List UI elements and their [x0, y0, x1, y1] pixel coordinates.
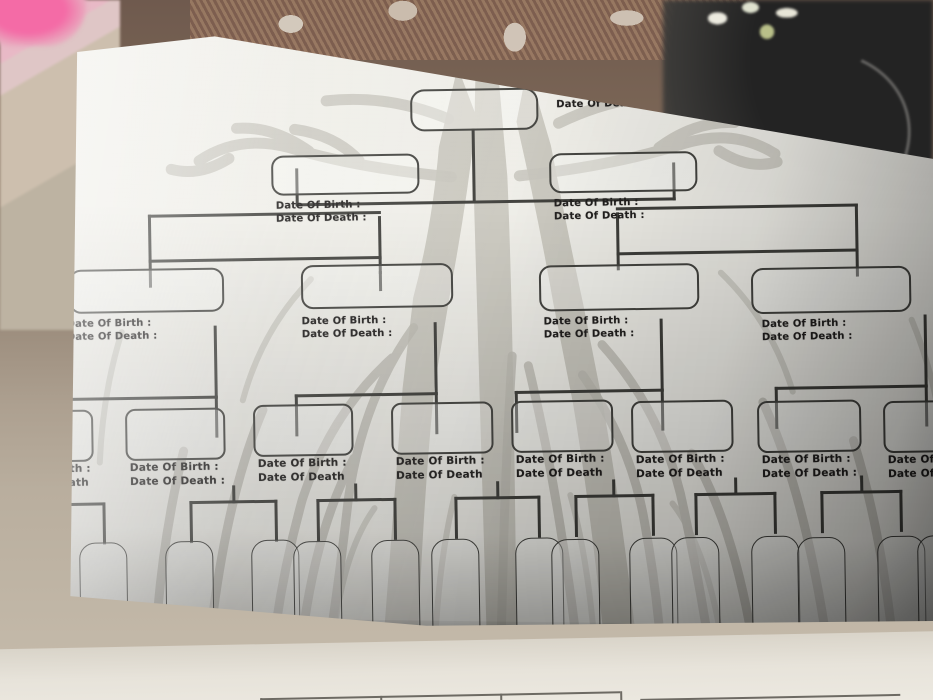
node-g5-13[interactable]: [797, 537, 847, 670]
connector-g2-2-bus2: [617, 249, 859, 256]
connector-g3-3-bus: [515, 389, 664, 394]
node-g4-3[interactable]: [253, 404, 354, 458]
connector-g3-4-drop: [924, 314, 928, 387]
node-g5-7[interactable]: [431, 539, 481, 672]
node-g3-2[interactable]: [301, 263, 454, 309]
label-g4-6: Date Of Birth : Date Of Death: [635, 452, 725, 480]
node-g2-1[interactable]: [271, 153, 420, 195]
label-g3-2: Date Of Birth : Date Of Death :: [301, 314, 393, 341]
label-g2-2: Date Of Birth : Date Of Death :: [553, 196, 645, 223]
node-g5-12[interactable]: [751, 536, 801, 669]
label-g4-2: Date Of Birth : Date Of Death :: [129, 460, 226, 488]
node-g4-4[interactable]: [391, 401, 494, 455]
node-g5-6[interactable]: [371, 539, 421, 672]
node-g5-11[interactable]: [671, 537, 721, 670]
worksheet-sheet: Date Of Birth : Date Of Death : Date Of …: [57, 19, 933, 673]
connector-g3-1-drop: [214, 326, 218, 399]
connector-g3-2-drop: [434, 322, 438, 395]
label-g1-1: Date Of Birth : Date Of Death :: [555, 84, 647, 111]
node-g4-5[interactable]: [511, 399, 614, 453]
label-g3-1: Date Of Birth : Date Of Death :: [66, 317, 158, 344]
node-g5-15[interactable]: [917, 535, 933, 668]
label-g4-3: Date Of Birth : Date Of Death: [257, 456, 347, 484]
family-tree-chart: Date Of Birth : Date Of Death : Date Of …: [57, 19, 933, 673]
node-g5-2[interactable]: [79, 542, 129, 673]
label-g2-1: Date Of Birth : Date Of Death :: [275, 199, 367, 225]
connector-g2-1-bus2: [149, 256, 382, 263]
node-g5-9[interactable]: [551, 539, 601, 672]
node-g3-1[interactable]: [69, 268, 225, 314]
connector-g3-4-bus: [775, 384, 928, 389]
label-g4-8: Date Of Bir Date Of De: [887, 453, 933, 480]
connector-g3-1-bus: [57, 396, 218, 402]
label-g4-4: Date Of Birth : Date Of Death: [395, 454, 485, 482]
node-g3-3[interactable]: [539, 263, 700, 312]
label-g3-4: Date Of Birth : Date Of Death :: [761, 317, 853, 344]
label-g4-5: Date Of Birth : Date Of Death: [515, 452, 605, 480]
label-g4-7: Date Of Birth : Date Of Death :: [761, 452, 858, 480]
node-g4-2[interactable]: [125, 408, 226, 462]
node-g2-2[interactable]: [549, 151, 698, 193]
node-g4-6[interactable]: [631, 400, 734, 454]
connector-g3-3-drop: [660, 319, 664, 392]
node-g1-1[interactable]: [410, 88, 539, 132]
node-g5-3[interactable]: [165, 541, 215, 673]
label-g3-3: Date Of Birth : Date Of Death :: [543, 315, 635, 341]
node-g3-4[interactable]: [751, 266, 912, 315]
node-g4-7[interactable]: [757, 400, 862, 454]
worksheet-sheet-wrapper: Date Of Birth : Date Of Death : Date Of …: [57, 19, 933, 673]
connector-g1-stem: [472, 129, 476, 203]
connector-g2-2-bus: [616, 204, 858, 211]
node-g4-8[interactable]: [883, 400, 933, 454]
connector-g3-2-bus: [295, 392, 438, 397]
node-g5-5[interactable]: [293, 541, 343, 673]
